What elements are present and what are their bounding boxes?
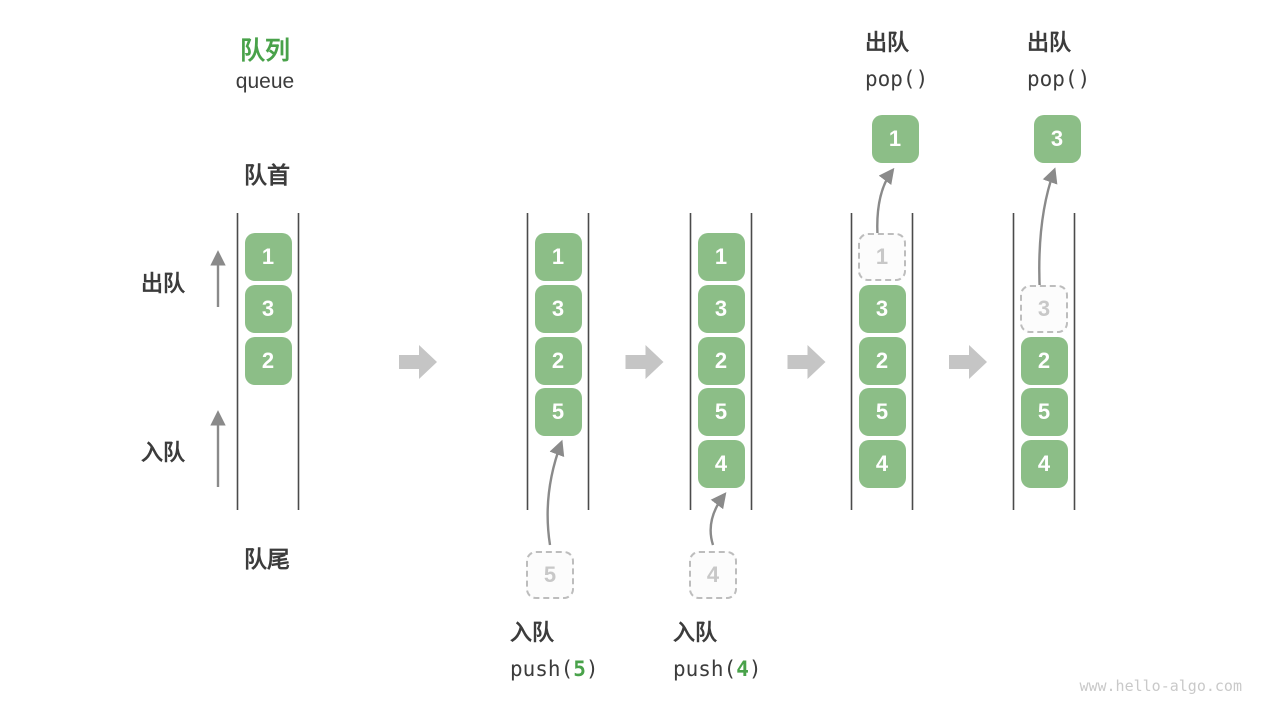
popped-cell: 1	[871, 115, 919, 163]
queue-front-label: 队首	[244, 162, 290, 188]
enqueue-side-label: 入队	[140, 440, 185, 465]
watermark: www.hello-algo.com	[1079, 677, 1242, 695]
next-state-block-arrow	[949, 345, 987, 379]
op-action-text: 入队	[510, 620, 555, 645]
queue-cell: 2	[858, 336, 906, 385]
queue-cell: 2	[534, 336, 582, 385]
next-state-block-arrow	[399, 345, 437, 379]
queue-rear-label: 队尾	[244, 546, 290, 572]
queue-cell: 2	[697, 336, 745, 385]
page-title-zh: 队列	[239, 37, 290, 65]
incoming-cell: 4	[689, 551, 737, 599]
op-action-text: 出队	[865, 30, 910, 55]
next-state-block-arrow	[787, 345, 826, 379]
op-code-arg: 5	[573, 657, 586, 681]
op-label-dequeue: 出队 pop()	[865, 30, 1015, 91]
op-action-text: 出队	[1027, 30, 1072, 55]
op-label-enqueue: 入队 push(5)	[510, 620, 660, 681]
enqueue-arrow	[709, 492, 727, 546]
pop-arrow	[1038, 167, 1058, 295]
op-code-text: pop()	[865, 67, 929, 91]
enqueue-arrow	[546, 439, 565, 546]
queue-cell: 2	[244, 336, 292, 385]
incoming-cell: 5	[526, 551, 574, 599]
next-state-block-arrow	[625, 345, 664, 379]
queue-cell: 5	[858, 388, 906, 437]
popped-cell: 3	[1033, 115, 1081, 163]
queue-cell: 4	[1020, 440, 1068, 489]
queue-cell: 2	[1020, 336, 1068, 385]
queue-cell: 5	[697, 388, 745, 437]
queue-cell: 5	[534, 388, 582, 437]
queue-cell: 3	[697, 284, 745, 333]
queue-cell: 4	[858, 440, 906, 489]
queue-cell: 1	[697, 233, 745, 281]
ghost-cell: 3	[1020, 284, 1068, 333]
page-title-en: queue	[235, 70, 295, 93]
queue-cell: 3	[244, 284, 292, 333]
op-code-text: push(4)	[673, 657, 762, 681]
queue-cell: 3	[534, 284, 582, 333]
dequeue-side-label: 出队	[140, 271, 185, 296]
op-action-text: 入队	[673, 620, 718, 645]
op-code-text: push(5)	[510, 657, 599, 681]
op-label-enqueue: 入队 push(4)	[673, 620, 823, 681]
queue-cell: 5	[1020, 388, 1068, 437]
queue-cell: 4	[697, 440, 745, 489]
queue-arrow-group	[236, 167, 1076, 546]
queue-cell: 1	[244, 233, 292, 281]
op-code-arg: 4	[736, 657, 749, 681]
queue-cell: 3	[858, 284, 906, 333]
op-code-text: pop()	[1027, 67, 1091, 91]
op-label-dequeue: 出队 pop()	[1027, 30, 1177, 91]
queue-cell: 1	[534, 233, 582, 281]
ghost-cell: 1	[858, 233, 906, 281]
